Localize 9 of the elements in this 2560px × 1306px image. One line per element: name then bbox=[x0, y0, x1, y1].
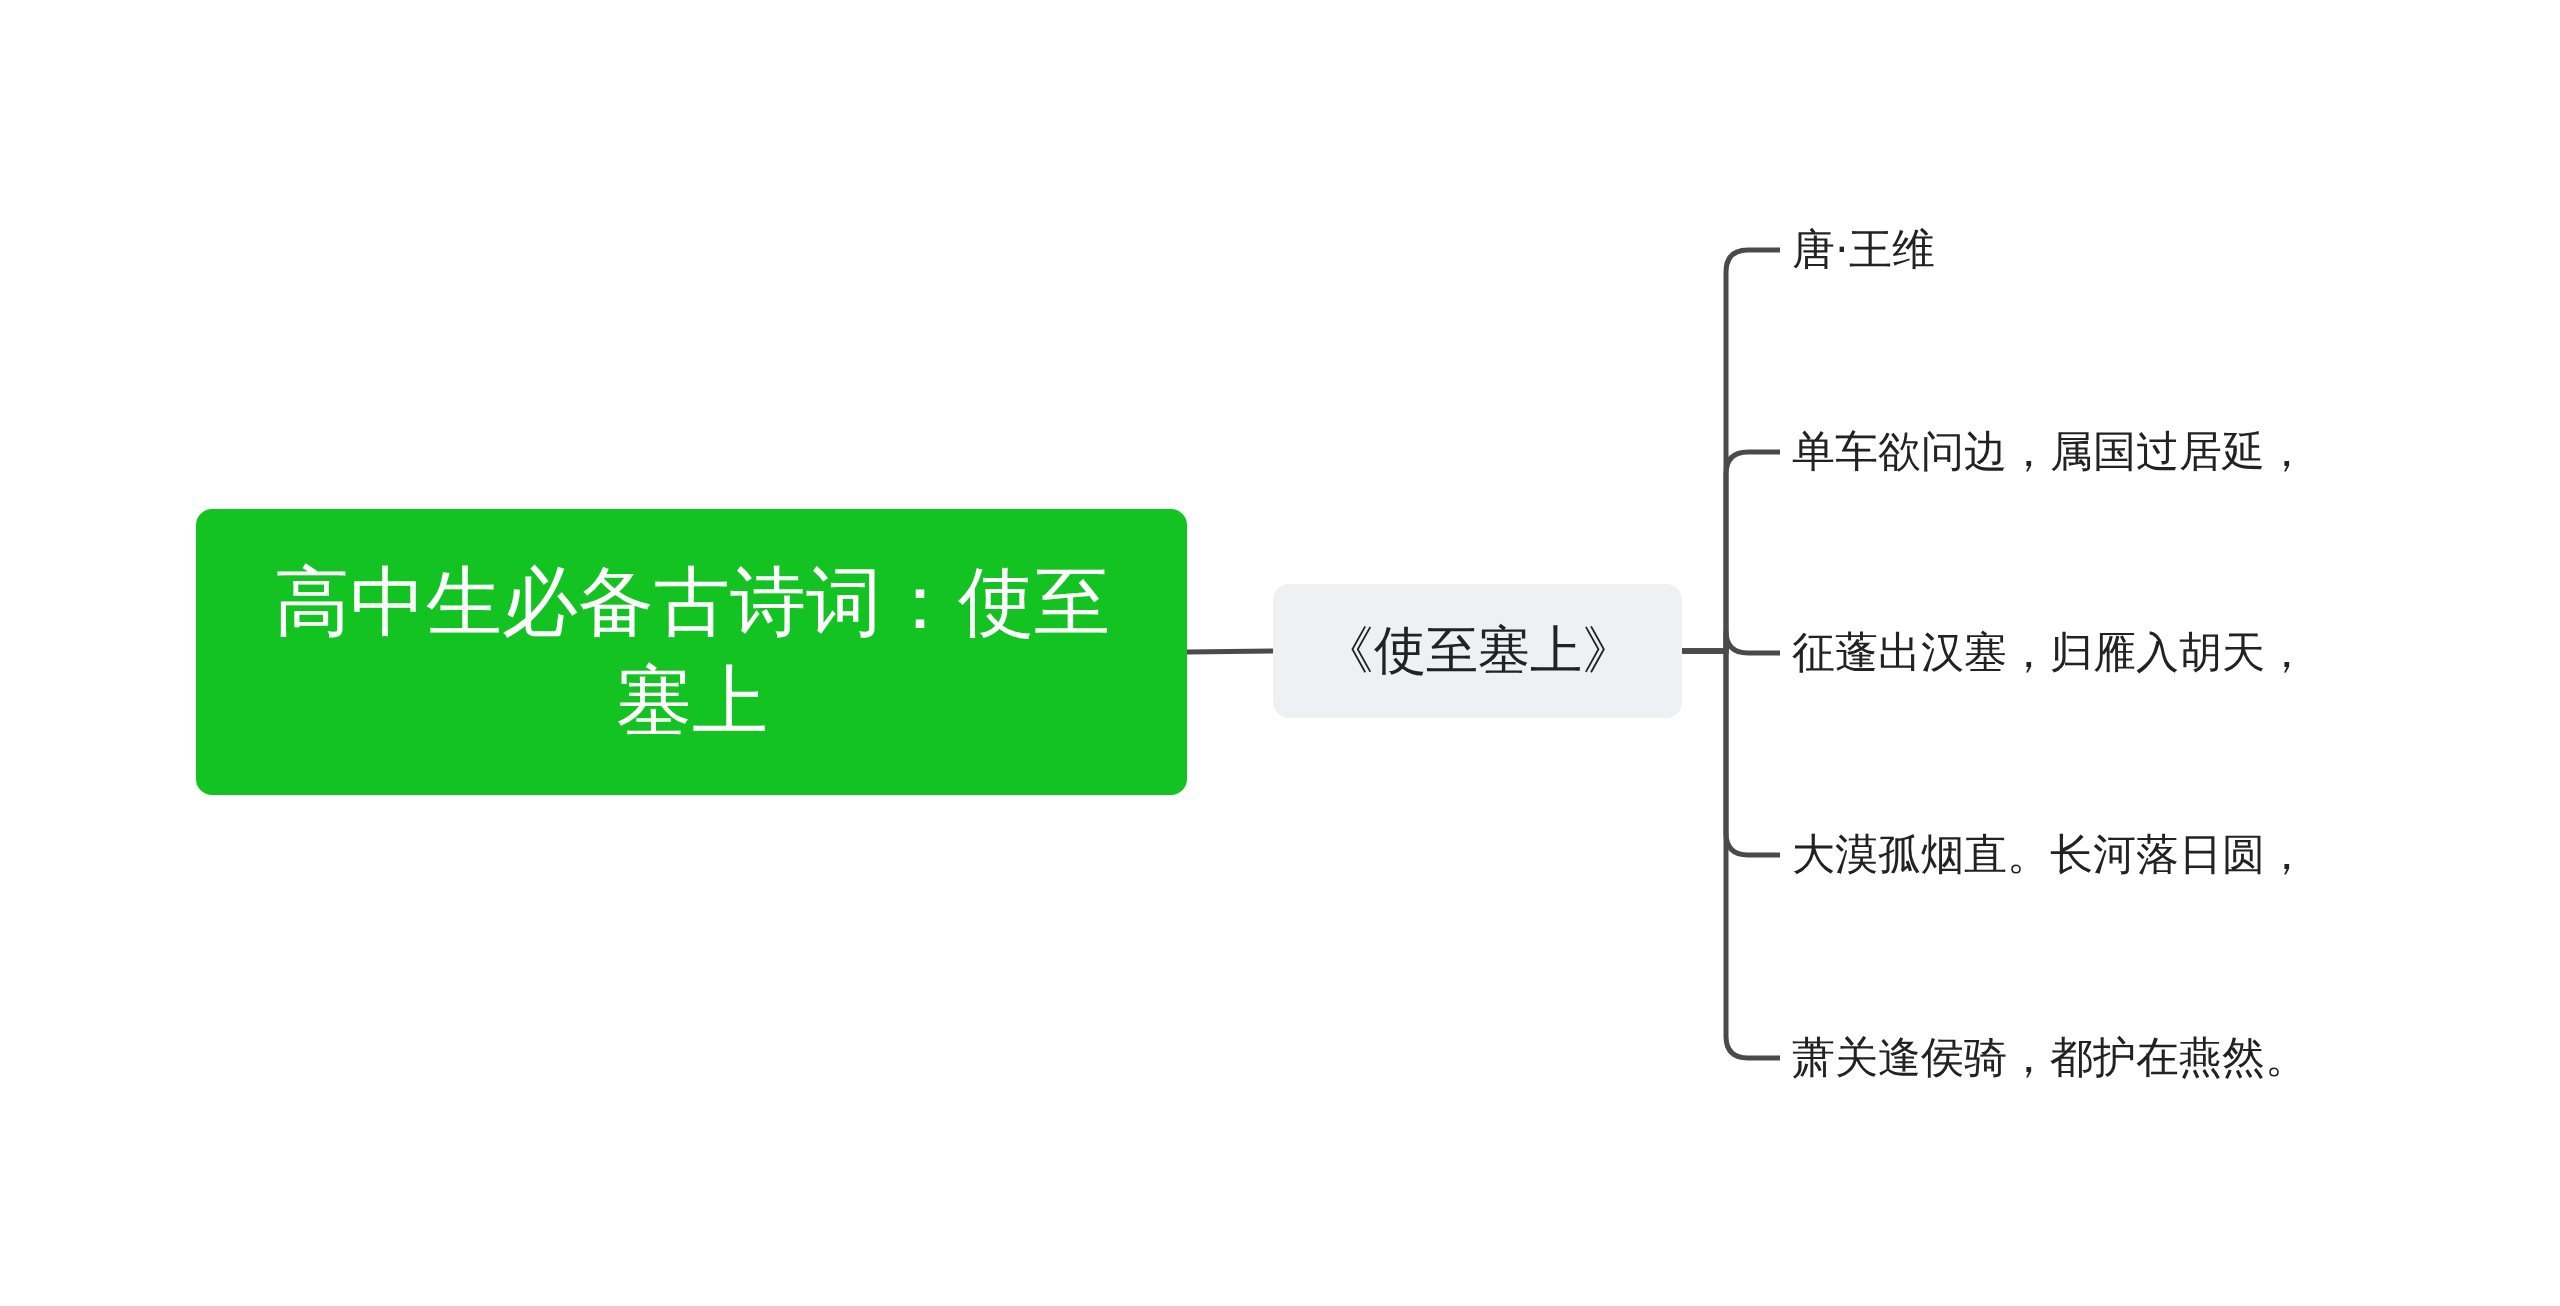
poem-line: 征蓬出汉塞，归雁入胡天， bbox=[1780, 623, 2480, 683]
poem-line: 大漠孤烟直。长河落日圆， bbox=[1780, 825, 2480, 885]
subtopic-box: 《使至塞上》 bbox=[1273, 584, 1682, 718]
connector-line bbox=[1682, 648, 1780, 1061]
connector-line bbox=[1186, 648, 1274, 655]
poem-line: 萧关逢侯骑，都护在燕然。 bbox=[1780, 1028, 2480, 1088]
poem-line: 唐·王维 bbox=[1780, 220, 2480, 280]
root-topic: 高中生必备古诗词：使至塞上 bbox=[196, 509, 1187, 795]
poem-line: 单车欲问边，属国过居延， bbox=[1780, 422, 2480, 482]
